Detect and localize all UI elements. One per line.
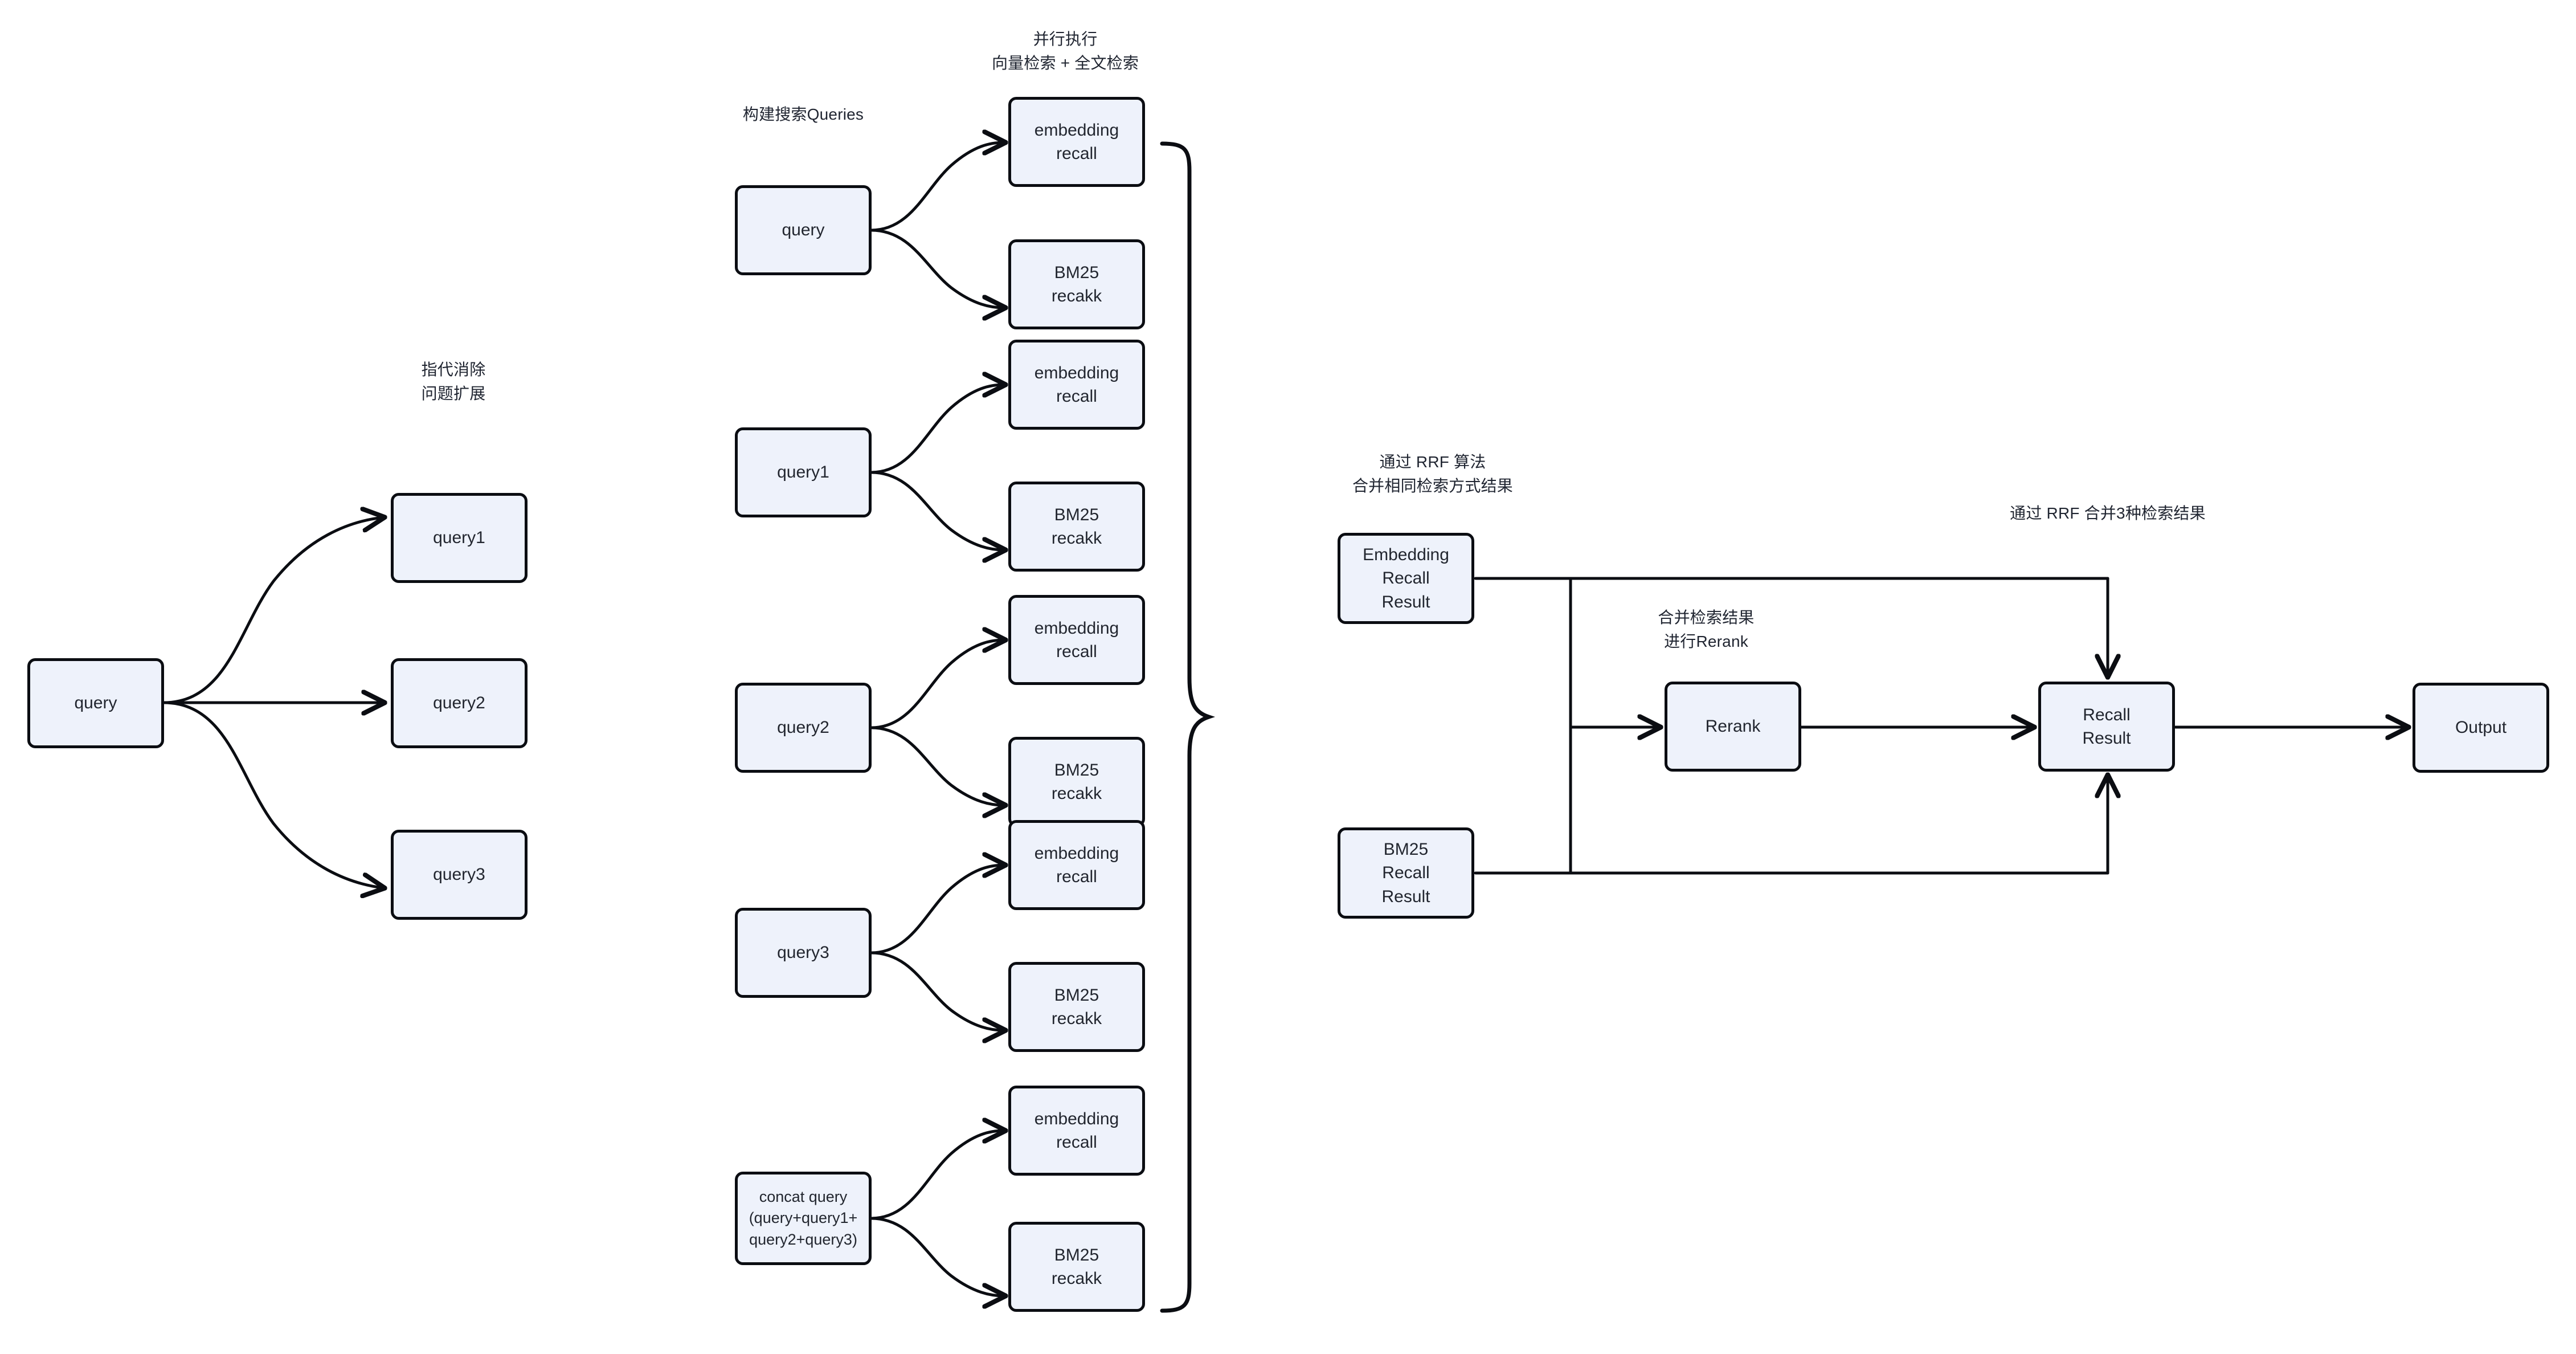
node-embedding-recall-result[interactable]: Embedding Recall Result — [1338, 533, 1474, 624]
edge-s2q3-to-bm25 — [869, 951, 1004, 1030]
node-query-source[interactable]: query — [27, 658, 164, 748]
edge-s2q0-to-embedding — [869, 142, 1004, 232]
note-merge-rerank: 合并检索结果 进行Rerank — [1658, 609, 1755, 650]
node-bm25-recall-1[interactable]: BM25 recakk — [1008, 482, 1145, 572]
node-search-query-2[interactable]: query2 — [735, 683, 872, 773]
node-embedding-recall-2[interactable]: embedding recall — [1008, 595, 1145, 685]
edge-s2q1-to-embedding — [869, 385, 1004, 474]
edge-s2q1-to-bm25 — [869, 471, 1004, 550]
edge-s2concat-to-bm25 — [869, 1217, 1004, 1296]
node-bm25-recall-0[interactable]: BM25 recakk — [1008, 239, 1145, 329]
node-search-query-0[interactable]: query — [735, 185, 872, 275]
edge-s2q2-to-bm25 — [869, 726, 1004, 805]
node-bm25-recall-3[interactable]: BM25 recakk — [1008, 962, 1145, 1052]
node-search-query-3[interactable]: query3 — [735, 908, 872, 998]
node-bm25-recall-4[interactable]: BM25 recakk — [1008, 1222, 1145, 1312]
note-build-queries: 构建搜索Queries — [742, 105, 864, 123]
node-embedding-recall-1[interactable]: embedding recall — [1008, 340, 1145, 430]
node-expanded-query3[interactable]: query3 — [391, 830, 528, 920]
node-rerank[interactable]: Rerank — [1665, 682, 1801, 772]
edge-s2q3-to-embedding — [869, 865, 1004, 955]
node-embedding-recall-0[interactable]: embedding recall — [1008, 97, 1145, 187]
node-embedding-recall-3[interactable]: embedding recall — [1008, 820, 1145, 910]
note-coref-expand: 指代消除 问题扩展 — [421, 361, 486, 402]
edge-s2q2-to-embedding — [869, 640, 1004, 729]
node-expanded-query2[interactable]: query2 — [391, 658, 528, 748]
edge-s2concat-to-embedding — [869, 1131, 1004, 1220]
note-rrf-same-method: 通过 RRF 算法 合并相同检索方式结果 — [1352, 453, 1513, 495]
edge-s2q0-to-bm25 — [869, 229, 1004, 308]
node-output[interactable]: Output — [2413, 683, 2549, 773]
node-expanded-query1[interactable]: query1 — [391, 493, 528, 583]
node-bm25-recall-2[interactable]: BM25 recakk — [1008, 737, 1145, 827]
edge-query-to-query1 — [162, 517, 383, 704]
node-bm25-recall-result[interactable]: BM25 Recall Result — [1338, 827, 1474, 919]
node-search-query-1[interactable]: query1 — [735, 427, 872, 517]
note-parallel-exec: 并行执行 向量检索 + 全文检索 — [991, 30, 1139, 72]
edge-query-to-query3 — [162, 701, 383, 888]
node-search-query-concat[interactable]: concat query (query+query1+ query2+query… — [735, 1172, 872, 1265]
node-recall-result[interactable]: Recall Result — [2038, 682, 2175, 772]
note-rrf-three: 通过 RRF 合并3种检索结果 — [2010, 504, 2206, 522]
node-embedding-recall-4[interactable]: embedding recall — [1008, 1086, 1145, 1176]
grouping-brace — [1160, 141, 1216, 1313]
